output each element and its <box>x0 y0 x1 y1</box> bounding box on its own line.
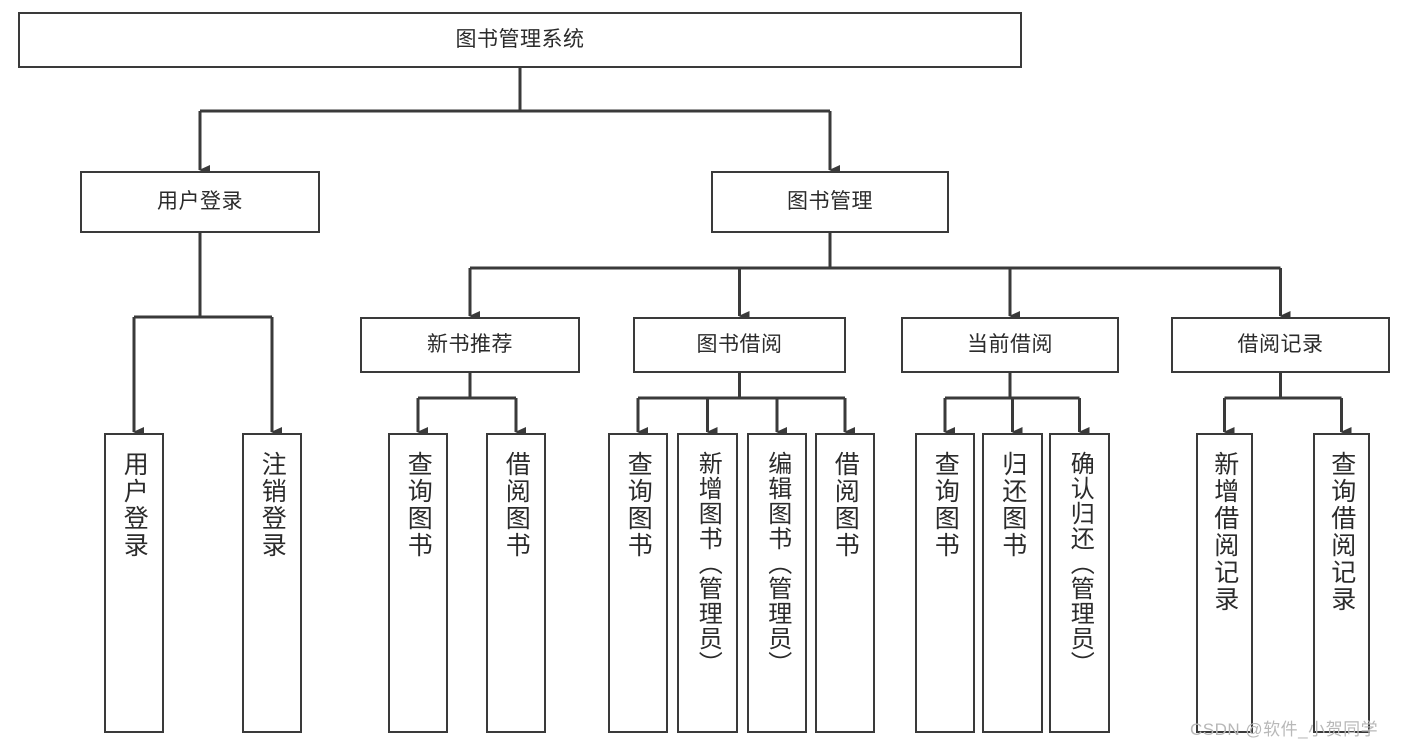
node-leaf-query-record: 查询借阅记录 <box>1313 433 1370 733</box>
node-book-borrow: 图书借阅 <box>633 317 846 373</box>
node-leaf-query-book: 查询图书 <box>608 433 668 733</box>
node-label: 查询图书 <box>931 451 960 559</box>
node-label: 用户登录 <box>157 189 243 213</box>
node-label: 查询图书 <box>404 451 433 559</box>
csdn-watermark: CSDN @软件_小贺同学 <box>1190 720 1379 739</box>
node-leaf-borrow-book: 借阅图书 <box>815 433 875 733</box>
node-new-book-rec: 新书推荐 <box>360 317 580 373</box>
node-label: 图书管理系统 <box>455 27 585 51</box>
node-label: 归还图书 <box>998 451 1027 559</box>
node-label: 确认归还（管理员） <box>1066 451 1094 676</box>
node-leaf-add-record: 新增借阅记录 <box>1196 433 1253 733</box>
node-leaf-borrow-book-rec: 借阅图书 <box>486 433 546 733</box>
node-book-manage: 图书管理 <box>711 171 949 233</box>
node-leaf-edit-book: 编辑图书（管理员） <box>747 433 807 733</box>
node-label: 借阅图书 <box>502 451 531 559</box>
node-label: 用户登录 <box>120 451 149 559</box>
node-label: 图书管理 <box>787 189 873 213</box>
node-label: 借阅图书 <box>831 451 860 559</box>
node-leaf-logout: 注销登录 <box>242 433 302 733</box>
node-label: 查询图书 <box>624 451 653 559</box>
node-leaf-query-book-rec: 查询图书 <box>388 433 448 733</box>
node-leaf-return-book: 归还图书 <box>982 433 1043 733</box>
node-label: 新增图书（管理员） <box>694 451 722 676</box>
node-label: 新增借阅记录 <box>1210 451 1239 613</box>
node-label: 查询借阅记录 <box>1327 451 1356 613</box>
node-leaf-query-book-cur: 查询图书 <box>915 433 975 733</box>
node-label: 注销登录 <box>258 451 287 559</box>
node-label: 当前借阅 <box>967 332 1053 356</box>
node-label: 新书推荐 <box>427 332 513 356</box>
node-leaf-confirm-return: 确认归还（管理员） <box>1049 433 1110 733</box>
node-label: 编辑图书（管理员） <box>763 451 791 676</box>
node-root: 图书管理系统 <box>18 12 1022 68</box>
node-borrow-record: 借阅记录 <box>1171 317 1390 373</box>
node-current-borrow: 当前借阅 <box>901 317 1119 373</box>
node-user-login: 用户登录 <box>80 171 320 233</box>
node-leaf-add-book: 新增图书（管理员） <box>677 433 738 733</box>
node-label: 借阅记录 <box>1237 332 1324 356</box>
node-leaf-user-login: 用户登录 <box>104 433 164 733</box>
node-label: 图书借阅 <box>696 332 783 356</box>
